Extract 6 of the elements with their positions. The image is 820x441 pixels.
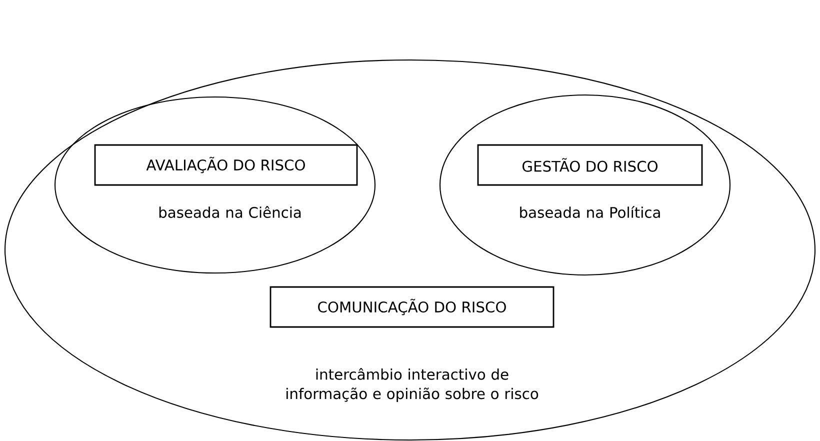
title-box: COMUNICAÇÃO DO RISCO xyxy=(270,286,554,328)
title-box: GESTÃO DO RISCO xyxy=(477,144,703,186)
description-text: baseada na Política xyxy=(520,206,660,218)
description-text: baseada na Ciência xyxy=(159,206,301,218)
title-box: AVALIAÇÃO DO RISCO xyxy=(94,144,358,186)
description-text: intercâmbio interactivo de informação e opinião sobre o risco xyxy=(286,368,538,402)
